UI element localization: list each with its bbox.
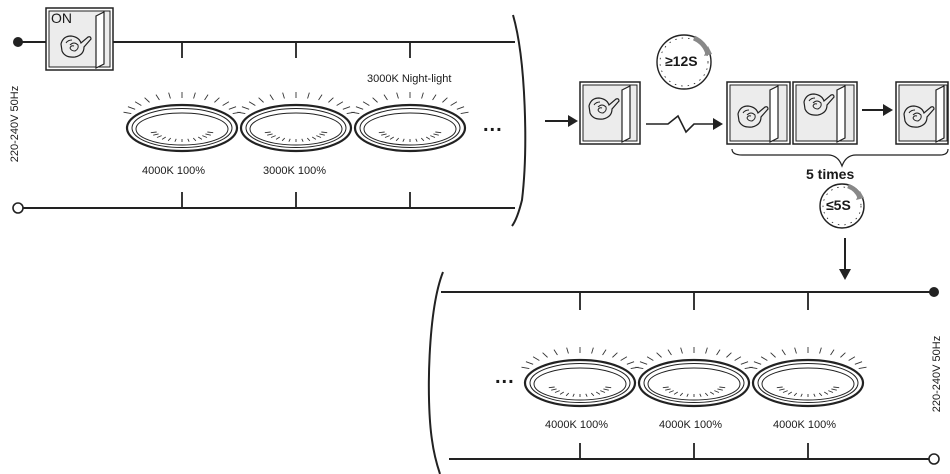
bottom-lamps: [521, 347, 867, 408]
switch-sequence: [545, 34, 949, 280]
top-neutral-terminal: [12, 202, 24, 214]
switch-press-2: [726, 81, 791, 145]
timer-long-icon: [656, 34, 712, 90]
top-live-terminal: [13, 37, 23, 47]
bottom-lamp-1-label: 4000K 100%: [545, 419, 608, 431]
switch-press-1: [579, 81, 641, 145]
timer-short-icon: [819, 183, 865, 229]
bottom-neutral-terminal: [928, 453, 940, 465]
switch-press-3: [792, 81, 858, 145]
on-switch: [45, 7, 114, 71]
arrow-right-icon: [568, 115, 578, 127]
top-break-line: [511, 14, 527, 227]
ceiling-lamp: [123, 92, 241, 153]
arrow-down-icon: [839, 269, 851, 280]
top-lamp-3-label: 3000K Night-light: [367, 73, 452, 85]
arrow-right-icon: [713, 118, 723, 130]
bottom-break-line: [427, 271, 444, 474]
switch-on-label: ON: [51, 10, 72, 26]
top-lamps: [123, 92, 469, 153]
ceiling-lamp: [521, 347, 639, 408]
repeat-bracket: [731, 148, 949, 168]
ceiling-lamp: [351, 92, 469, 153]
light-rays-icon: [749, 347, 867, 397]
light-rays-icon: [123, 92, 241, 142]
top-lamp-2-label: 3000K 100%: [263, 165, 326, 177]
timer-short-label: ≤5S: [826, 197, 851, 213]
light-rays-icon: [635, 347, 753, 397]
top-ellipsis: ...: [483, 114, 503, 136]
arrow-right-icon: [883, 104, 893, 116]
ceiling-lamp: [749, 347, 867, 408]
bottom-lamp-3-label: 4000K 100%: [773, 419, 836, 431]
bottom-circuit: [427, 271, 940, 474]
switch-press-4: [895, 81, 949, 145]
top-voltage-label: 220-240V 50Hz: [9, 85, 21, 163]
bottom-live-terminal: [929, 287, 939, 297]
light-rays-icon: [521, 347, 639, 397]
top-lamp-1-label: 4000K 100%: [142, 165, 205, 177]
light-rays-icon: [351, 92, 469, 142]
repeat-count-label: 5 times: [806, 166, 855, 182]
bottom-lamp-2-label: 4000K 100%: [659, 419, 722, 431]
ceiling-lamp: [635, 347, 753, 408]
light-rays-icon: [237, 92, 355, 142]
bottom-ellipsis: ...: [495, 366, 515, 388]
bottom-voltage-label: 220-240V 50Hz: [931, 335, 943, 413]
timer-long-label: ≥12S: [665, 53, 698, 69]
ceiling-lamp: [237, 92, 355, 153]
